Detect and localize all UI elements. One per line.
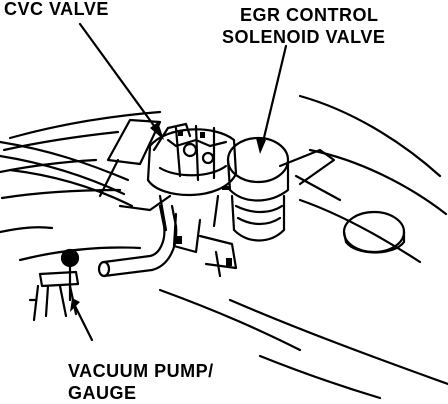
round-plug [342, 210, 406, 254]
fitting-clamp [176, 236, 182, 244]
label-cvc-valve: CVC VALVE [4, 0, 109, 19]
leader-arrows [72, 22, 288, 342]
valve-band-mark [222, 186, 230, 190]
left-hose [0, 140, 134, 208]
mounting-bracket [98, 118, 342, 212]
lower-fittings [172, 212, 238, 278]
label-solenoid-valve: SOLENOID VALVE [222, 27, 386, 47]
cvc-fitting-mark [178, 130, 183, 136]
fitting-clamp [226, 258, 232, 266]
label-gauge: GAUGE [68, 383, 137, 403]
vacuum-arrowhead [70, 298, 80, 312]
egr-solenoid-body [226, 136, 290, 242]
cvc-fitting-mark [200, 132, 205, 138]
vacuum-hose [97, 204, 178, 278]
engine-bay-outline [0, 94, 448, 400]
filled-details [70, 122, 266, 312]
cvc-arrowhead [150, 122, 164, 140]
label-egr-control: EGR CONTROL [240, 5, 379, 25]
label-vacuum-pump: VACUUM PUMP/ [68, 361, 214, 381]
vacuum-pump-gauge [28, 248, 80, 322]
egr-arrowhead [256, 138, 266, 154]
